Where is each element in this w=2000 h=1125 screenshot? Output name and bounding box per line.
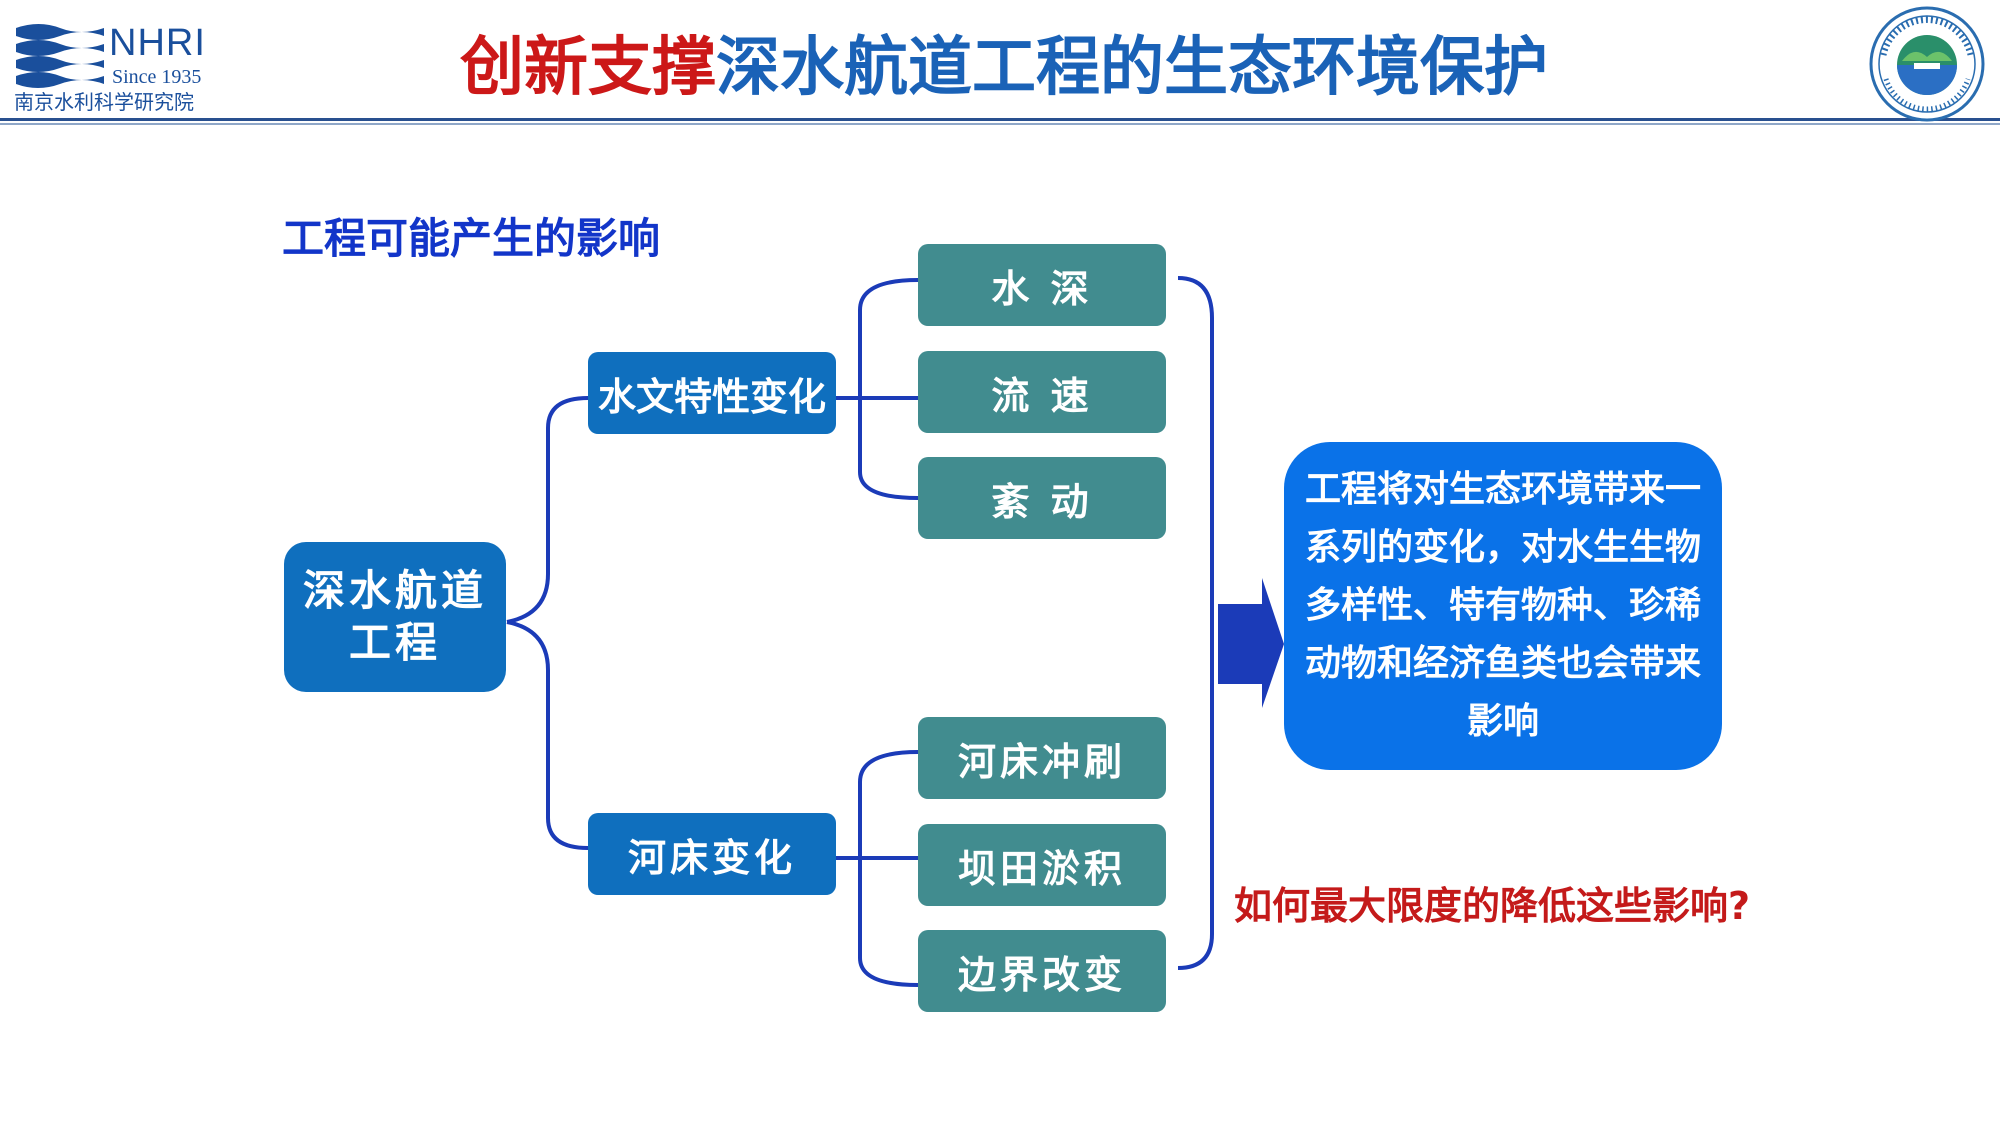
leaf-node: 流 速 xyxy=(918,351,1166,433)
root-label-line1: 深水航道 xyxy=(302,566,487,615)
title-highlight: 创新支撑 xyxy=(460,31,716,105)
leaf-node: 河床冲刷 xyxy=(918,717,1166,799)
nhri-logo-text: NHRI xyxy=(109,22,206,64)
branch-node-riverbed: 河床变化 xyxy=(588,813,836,895)
branch-node-hydrology: 水文特性变化 xyxy=(588,352,836,434)
header-divider-thin xyxy=(0,123,2000,125)
question-text: 如何最大限度的降低这些影响? xyxy=(1234,884,1751,928)
title-rest: 深水航道工程的生态环境保护 xyxy=(716,31,1548,105)
leaf-node: 坝田淤积 xyxy=(918,824,1166,906)
institute-name: 南京水利科学研究院 xyxy=(14,90,194,114)
summary-text: 工程将对生态环境带来一系列的变化，对水生生物多样性、特有物种、珍稀动物和经济鱼类… xyxy=(1304,469,1701,742)
since-text: Since 1935 xyxy=(112,66,202,88)
root-node: 深水航道 工程 xyxy=(284,542,506,692)
leaf-node: 边界改变 xyxy=(918,930,1166,1012)
header-divider xyxy=(0,118,2000,121)
root-label-line2: 工程 xyxy=(348,618,441,667)
connector-root-branch2 xyxy=(506,620,589,850)
connector-branch2-leaves xyxy=(858,750,919,987)
summary-box: 工程将对生态环境带来一系列的变化，对水生生物多样性、特有物种、珍稀动物和经济鱼类… xyxy=(1284,442,1722,770)
connector-leaves-brace xyxy=(1177,276,1214,970)
connector-root-branch1 xyxy=(506,396,589,624)
leaf-node: 水 深 xyxy=(918,244,1166,326)
yangtze-ecology-seal-icon xyxy=(1869,6,1985,122)
arrow-right-icon xyxy=(1218,578,1284,708)
nhri-logo: NHRI Since 1935 南京水利科学研究院 xyxy=(14,14,214,114)
leaf-node: 紊 动 xyxy=(918,457,1166,539)
wave-logo-icon xyxy=(14,20,106,88)
page-title: 创新支撑深水航道工程的生态环境保护 xyxy=(460,28,1548,108)
connector-branch1-leaves xyxy=(858,278,919,500)
section-subtitle: 工程可能产生的影响 xyxy=(282,214,661,263)
